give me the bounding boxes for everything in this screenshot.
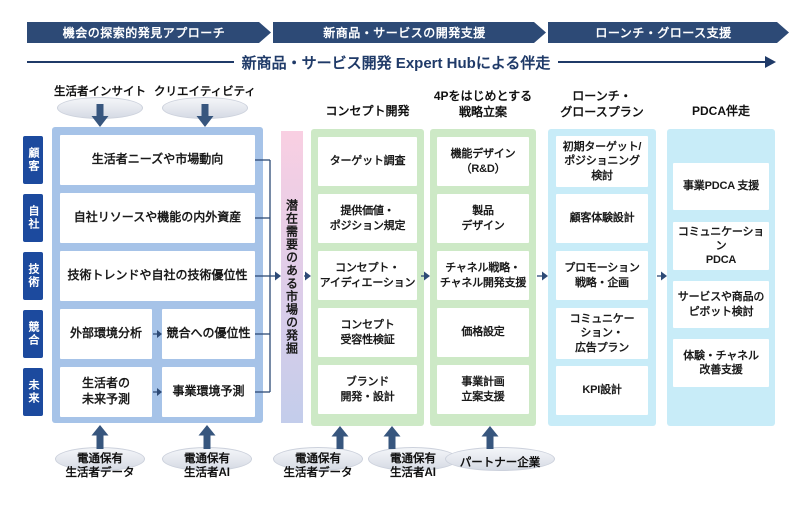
box-value-positioning: 提供価値・ ポジション規定 [318,194,417,243]
box-product-design: 製品 デザイン [437,194,529,243]
column-header-concept: コンセプト開発 [325,104,410,118]
arrow-head-right-icon [765,56,777,68]
box-tech-trends: 技術トレンドや自社の技術優位性 [60,251,255,301]
row-tag-technology: 技術 [23,252,43,300]
bottom-source-label-2: 電通保有 生活者AI [184,453,230,480]
box-future-forecast: 生活者の 未来予測 [60,367,152,417]
box-promotion-strategy: プロモーション 戦略・企画 [556,251,648,300]
row-tag-company: 自社 [23,194,43,242]
arrow-up-data-1-icon [91,425,109,449]
cylinder-dentsu-ai-1-icon [162,447,252,471]
box-channel-strategy: チャネル戦略・ チャネル開発支援 [437,251,529,300]
arrow-up-ai-2-icon [383,426,401,449]
phase-banner-development: 新商品・サービスの開発支援 [273,22,546,43]
box-initial-target-positioning: 初期ターゲット/ ポジショニング 検討 [556,136,648,187]
cylinder-insight-icon [57,97,143,119]
column-header-launch-plan: ローンチ・ グロースプラン [560,89,644,119]
arrow-up-partner-icon [481,426,499,449]
box-experience-channel-improvement: 体験・チャネル 改善支援 [673,339,769,387]
cylinder-dentsu-ai-2-icon [368,447,458,471]
box-function-design: 機能デザイン （R&D） [437,137,529,186]
cylinder-creativity-icon [162,97,248,119]
cylinder-partner-icon [445,447,555,471]
box-business-pdca: 事業PDCA 支援 [673,163,769,210]
bottom-source-label-1: 電通保有 生活者データ [65,453,135,480]
box-pivot-review: サービスや商品の ピボット検討 [673,281,769,328]
box-target-research: ターゲット調査 [318,137,417,186]
box-brand-design: ブランド 開発・設計 [318,365,417,414]
phase-banner-launch-growth: ローンチ・グロース支援 [548,22,789,43]
box-kpi-design: KPI設計 [556,366,648,415]
arrow-up-data-2-icon [331,426,349,449]
top-source-label-creativity: クリエイティビティ [154,86,256,98]
box-competitive-advantage: 競合への優位性 [162,309,255,359]
box-communication-ad-plan: コミュニケー ション・ 広告プラン [556,308,648,359]
arrow-line-left [27,61,234,63]
box-pricing: 価格設定 [437,308,529,357]
top-source-label-insight: 生活者インサイト [54,86,146,98]
box-business-env-forecast: 事業環境予測 [162,367,255,417]
expert-hub-arrow: 新商品・サービス開発 Expert Hubによる伴走 [27,54,777,72]
box-consumer-needs: 生活者ニーズや市場動向 [60,135,255,185]
box-concept-ideation: コンセプト・ アイディエーション [318,251,417,300]
box-business-plan: 事業計画 立案支援 [437,365,529,414]
box-customer-experience: 顧客体験設計 [556,194,648,243]
cylinder-dentsu-data-2-icon [273,447,363,471]
bottom-source-label-3: 電通保有 生活者データ [283,453,353,480]
column-header-pdca: PDCA伴走 [691,104,750,118]
arrow-line-right [558,61,766,63]
expert-hub-label: 新商品・サービス開発 Expert Hubによる伴走 [241,54,551,72]
row-tag-customer: 顧客 [23,136,43,184]
arrow-up-ai-1-icon [198,425,216,449]
latent-market-bar: 潜在需要のある市場の発掘 [281,131,303,423]
phase-banner-discovery: 機会の探索的発見アプローチ [27,22,271,43]
box-concept-validation: コンセプト 受容性検証 [318,308,417,357]
column-header-4p-strategy: 4Pをはじめとする 戦略立案 [433,89,533,119]
box-communication-pdca: コミュニケーション PDCA [673,222,769,270]
row-tag-competitor: 競合 [23,310,43,358]
box-company-resources: 自社リソースや機能の内外資産 [60,193,255,243]
box-external-analysis: 外部環境分析 [60,309,152,359]
row-tag-future: 未来 [23,368,43,416]
bottom-source-label-4: 電通保有 生活者AI [390,453,436,480]
bottom-source-label-5: パートナー企業 [459,457,541,469]
